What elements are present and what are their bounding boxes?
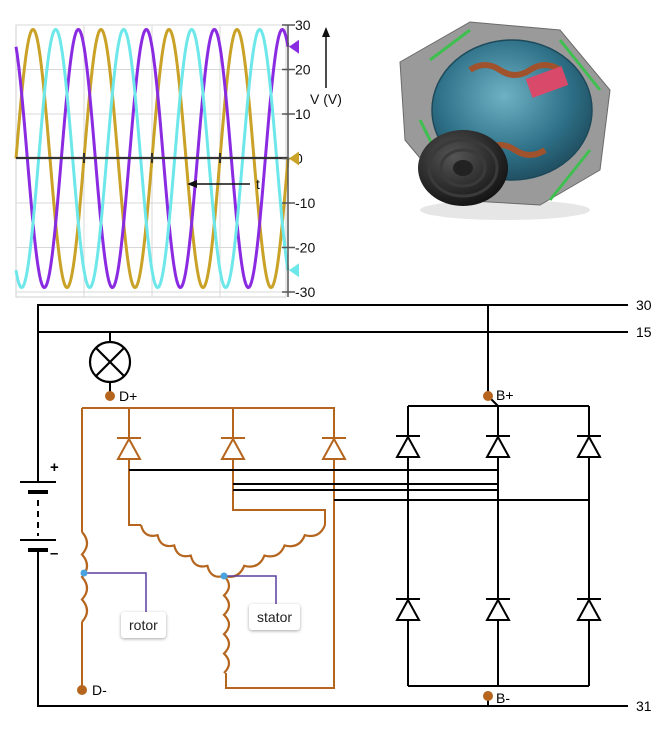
exciter-diode-2 xyxy=(220,436,246,460)
y-axis-label: V (V) xyxy=(310,91,342,107)
exciter-bus xyxy=(82,407,335,438)
diode-body xyxy=(395,597,421,621)
exciter-diode-3 xyxy=(321,436,347,460)
exciter-diode-1 xyxy=(116,436,142,460)
terminal-b-plus xyxy=(483,391,493,401)
diode-body xyxy=(220,436,246,460)
alternator-red-part xyxy=(525,66,569,98)
stator-node xyxy=(220,572,228,580)
waveform-chart: -30-20-100102030 V (V) t xyxy=(14,17,342,300)
y-tick-label: -20 xyxy=(295,240,315,256)
charge-warning-lamp xyxy=(88,340,132,384)
rotor-node xyxy=(80,569,88,577)
pulley-groove-outer xyxy=(427,138,499,198)
phase-marker-2 xyxy=(289,39,299,54)
terminal-b-minus xyxy=(483,691,493,701)
negative-diode-3 xyxy=(576,597,602,621)
y-tick-label: -30 xyxy=(295,284,315,300)
phase-marker-3 xyxy=(289,263,299,278)
stator-coil-a xyxy=(139,524,225,578)
alternator-photo xyxy=(399,21,611,220)
stator-coil-c xyxy=(222,575,231,674)
diode-body xyxy=(576,597,602,621)
y-tick-label: 20 xyxy=(295,62,311,78)
label-terminal-31: 31 xyxy=(636,698,652,714)
phase-3-lead xyxy=(225,460,335,689)
lamp-cross-b xyxy=(95,347,125,377)
label-terminal-15: 15 xyxy=(636,324,652,340)
positive-diode-2 xyxy=(485,434,511,458)
rotor-coil xyxy=(80,531,89,623)
pulley-hub xyxy=(453,160,473,176)
pulley-groove-inner xyxy=(439,148,487,188)
battery xyxy=(20,481,56,552)
wire-terminal-30 xyxy=(37,304,628,482)
negative-diode-2 xyxy=(485,597,511,621)
stator-coil-b xyxy=(223,524,327,578)
y-tick-label: 30 xyxy=(295,17,311,33)
x-axis-label: t xyxy=(256,176,260,192)
y-tick-label: -10 xyxy=(295,195,315,211)
rotor-field-wire xyxy=(84,572,147,614)
diode-body xyxy=(116,436,142,460)
diode-body xyxy=(576,434,602,458)
label-terminal-30: 30 xyxy=(636,297,652,313)
field-wiring xyxy=(84,572,277,614)
alternator-circuit: + – xyxy=(20,297,652,714)
positive-diode-3 xyxy=(576,434,602,458)
y-axis-ticks: -30-20-100102030 xyxy=(282,17,315,300)
battery-minus-label: – xyxy=(50,545,58,562)
alternator-green-outline xyxy=(418,28,602,201)
x-axis-ticks xyxy=(83,153,221,163)
wire-terminal-31 xyxy=(37,550,628,707)
label-d-plus: D+ xyxy=(119,388,137,404)
coil-group xyxy=(80,524,327,674)
phase-markers xyxy=(289,39,299,278)
phase-1-lead xyxy=(128,460,141,526)
winding-coil-top xyxy=(468,62,562,78)
terminal-d-plus xyxy=(105,391,115,401)
diode-group xyxy=(116,434,602,621)
phase-marker-1 xyxy=(289,151,299,166)
external-wiring xyxy=(37,304,628,707)
phase-taps xyxy=(129,469,589,501)
diode-body xyxy=(485,434,511,458)
diode-body xyxy=(395,434,421,458)
y-tick-label: 10 xyxy=(295,106,311,122)
battery-plus-label: + xyxy=(50,459,59,476)
label-d-minus: D- xyxy=(92,682,107,698)
negative-diode-1 xyxy=(395,597,421,621)
x-axis-arrow-head xyxy=(187,180,197,188)
diode-body xyxy=(321,436,347,460)
label-b-plus: B+ xyxy=(496,387,514,403)
label-b-minus: B- xyxy=(496,690,510,706)
exciter-wiring xyxy=(81,407,335,690)
stator-field-wire xyxy=(224,575,277,608)
diode-body xyxy=(485,597,511,621)
y-axis-arrow-head xyxy=(322,27,330,37)
terminal-d-minus xyxy=(77,685,87,695)
positive-diode-1 xyxy=(395,434,421,458)
stator-label: stator xyxy=(249,604,301,630)
rotor-label: rotor xyxy=(121,612,166,638)
